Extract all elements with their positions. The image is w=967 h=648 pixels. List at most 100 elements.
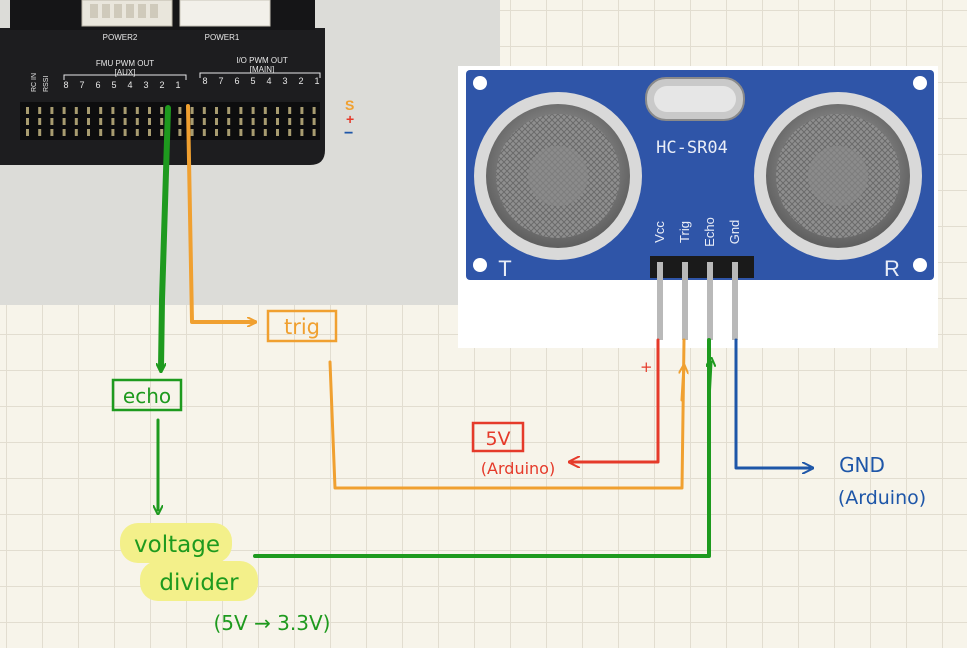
header-pin bbox=[251, 107, 255, 114]
io-pin-2: 2 bbox=[298, 76, 303, 86]
trig-label-box bbox=[266, 309, 338, 343]
gnd-arduino-label: (Arduino) bbox=[838, 487, 926, 509]
header-pin bbox=[160, 118, 164, 125]
header-pin bbox=[251, 129, 255, 136]
header-pin bbox=[288, 118, 292, 125]
header-pin bbox=[26, 129, 29, 136]
five-v-label: 5V bbox=[485, 428, 510, 450]
header-pin bbox=[300, 118, 304, 125]
io-pin-4: 4 bbox=[266, 76, 271, 86]
header-pin bbox=[135, 118, 139, 125]
header-pin bbox=[190, 107, 194, 114]
voltage-label: voltage bbox=[134, 532, 220, 558]
header-pin bbox=[178, 129, 182, 136]
header-pin bbox=[74, 129, 78, 136]
echo-up-arrow bbox=[709, 362, 711, 402]
io-pin-5: 5 bbox=[250, 76, 255, 86]
header-pins bbox=[26, 107, 316, 136]
header-pin bbox=[148, 118, 151, 125]
header-pin bbox=[288, 129, 292, 136]
fmu-pin-7: 7 bbox=[79, 80, 84, 90]
header-pin bbox=[160, 107, 164, 114]
five-v-arduino-label: (Arduino) bbox=[481, 459, 555, 478]
header-pin bbox=[148, 129, 151, 136]
header-pin bbox=[99, 118, 103, 125]
header-pin bbox=[50, 107, 54, 114]
header-pin bbox=[160, 129, 164, 136]
header-pin bbox=[312, 107, 316, 114]
io-pin-1: 1 bbox=[314, 76, 319, 86]
io-pin-7: 7 bbox=[218, 76, 223, 86]
sensor-pin-label-echo: Echo bbox=[702, 217, 717, 247]
vcc-wire bbox=[572, 338, 660, 462]
sensor-model-label: HC-SR04 bbox=[656, 138, 728, 158]
header-pin bbox=[190, 129, 194, 136]
trig-label: trig bbox=[284, 315, 320, 339]
rail-minus-label: − bbox=[344, 125, 353, 142]
header-pin bbox=[263, 107, 267, 114]
sensor-echo-wire bbox=[253, 338, 711, 558]
header-pin bbox=[123, 129, 127, 136]
header-pin bbox=[263, 129, 267, 136]
echo-label: echo bbox=[123, 384, 171, 408]
trig-wire-to-sensor bbox=[328, 338, 686, 490]
header-pin bbox=[123, 107, 127, 114]
io-pwm-sub: [MAIN] bbox=[250, 65, 274, 74]
fmu-pwm-sub: [AUX] bbox=[115, 68, 136, 77]
flight-controller-photo: POWER2 POWER1 FMU PWM OUT [AUX] I/O PWM … bbox=[0, 0, 500, 305]
transmitter-t-label: T bbox=[498, 256, 511, 281]
header-pin bbox=[123, 118, 127, 125]
header-pin bbox=[239, 129, 243, 136]
rssi-label: RSSI bbox=[43, 76, 50, 92]
header-pin bbox=[288, 107, 292, 114]
echo-label-box bbox=[111, 378, 183, 412]
power2-label: POWER2 bbox=[103, 33, 138, 42]
fmu-pin-6: 6 bbox=[95, 80, 100, 90]
header-pin bbox=[215, 118, 218, 125]
header-pin bbox=[239, 107, 243, 114]
sensor-pins bbox=[657, 262, 738, 340]
header-pin bbox=[190, 118, 194, 125]
header-pin bbox=[227, 129, 231, 136]
header-pin bbox=[50, 118, 54, 125]
header-pin bbox=[74, 107, 78, 114]
vcc-plus-label: + bbox=[640, 358, 653, 376]
header-pin bbox=[26, 118, 29, 125]
fmu-pin-2: 2 bbox=[159, 80, 164, 90]
rcin-label: RC IN bbox=[31, 73, 38, 92]
fmu-pin-1: 1 bbox=[175, 80, 180, 90]
header-pin bbox=[62, 129, 66, 136]
header-pin bbox=[215, 107, 218, 114]
header-pin bbox=[62, 118, 66, 125]
header-pin bbox=[99, 129, 103, 136]
header-pin bbox=[111, 118, 115, 125]
io-pwm-title: I/O PWM OUT bbox=[236, 56, 288, 65]
trig-wire-from-controller bbox=[186, 104, 257, 322]
header-pin bbox=[227, 107, 231, 114]
header-pin bbox=[135, 107, 139, 114]
header-pin bbox=[87, 129, 90, 136]
power1-label: POWER1 bbox=[205, 33, 240, 42]
header-pin bbox=[38, 129, 42, 136]
fmu-pwm-title: FMU PWM OUT bbox=[96, 59, 154, 68]
divider-note-label: (5V → 3.3V) bbox=[214, 611, 331, 635]
rail-s-label: S bbox=[345, 97, 354, 113]
header-pin bbox=[38, 118, 42, 125]
header-pin bbox=[202, 129, 206, 136]
header-pin bbox=[202, 118, 206, 125]
power1-connector bbox=[179, 0, 271, 27]
sensor-pin-label-gnd: Gnd bbox=[727, 220, 742, 245]
controller-body bbox=[0, 28, 325, 165]
header-pin bbox=[276, 129, 279, 136]
header-pin bbox=[111, 129, 115, 136]
header-pin bbox=[148, 107, 151, 114]
header-pin bbox=[38, 107, 42, 114]
header-pin bbox=[300, 107, 304, 114]
trig-up-arrow bbox=[682, 366, 684, 402]
header-pin bbox=[312, 129, 316, 136]
echo-wire-from-controller bbox=[161, 105, 171, 368]
header-pin bbox=[26, 107, 29, 114]
